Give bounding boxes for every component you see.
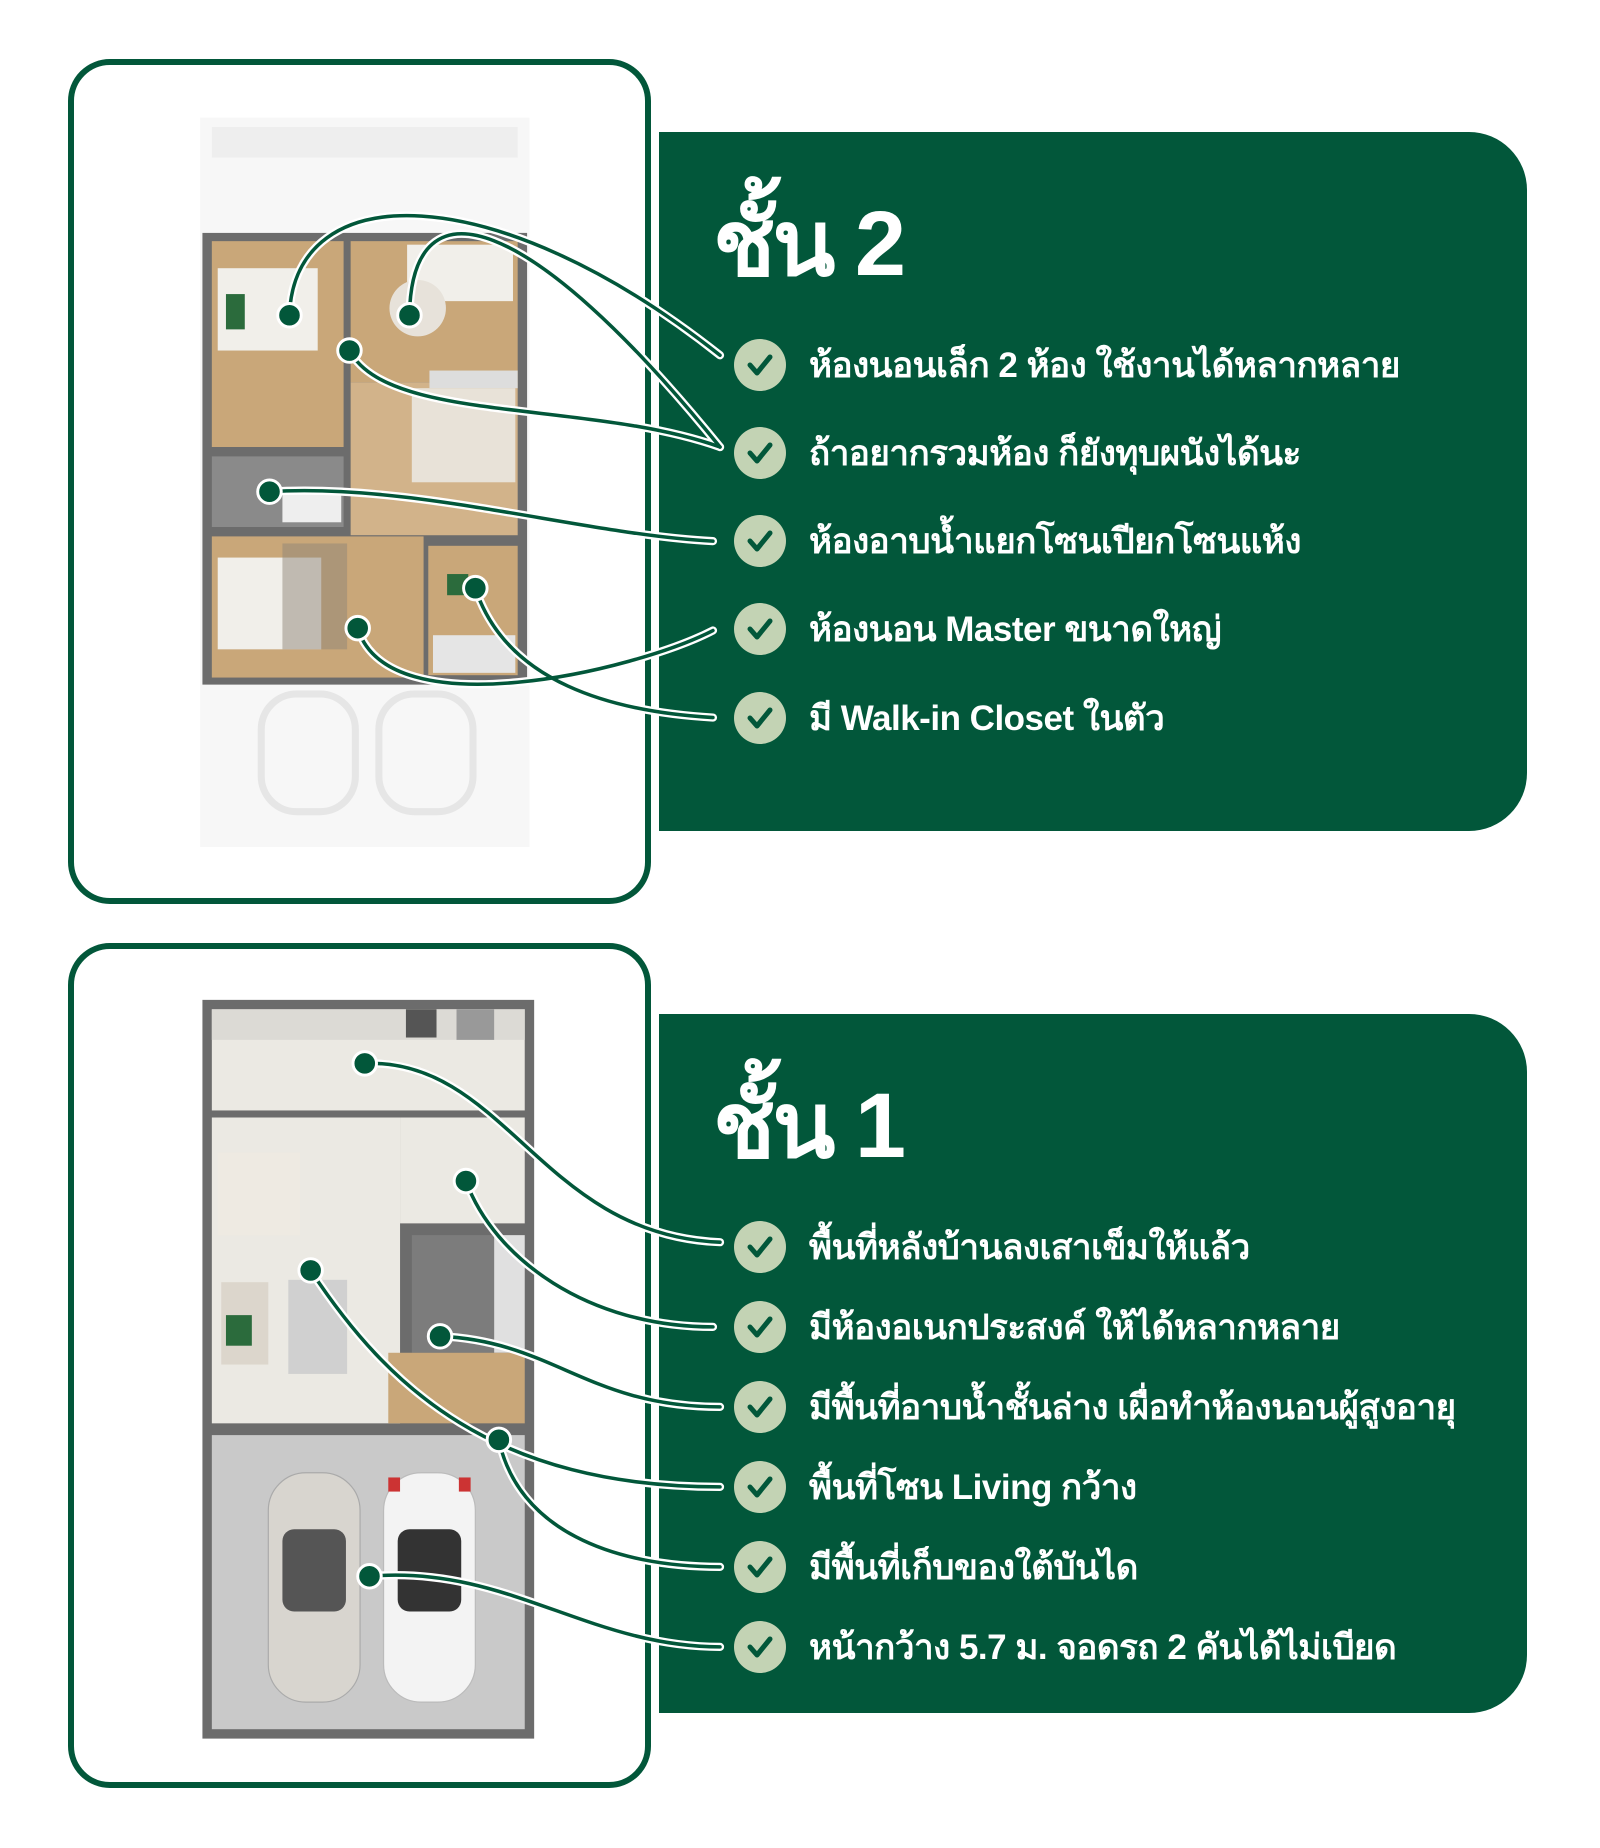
floor2-plan xyxy=(200,117,530,847)
check-icon xyxy=(734,1221,786,1273)
floor1-plan xyxy=(202,999,535,1739)
feature-label: พื้นที่โซน Living กว้าง xyxy=(809,1467,1137,1507)
feature-item: มีห้องอเนกประสงค์ ให้ได้หลากหลาย xyxy=(734,1300,1340,1354)
feature-item: มีพื้นที่อาบน้ำชั้นล่าง เผื่อทำห้องนอนผู… xyxy=(734,1380,1456,1434)
check-icon xyxy=(734,339,786,391)
feature-label: ห้องนอน Master ขนาดใหญ่ xyxy=(809,609,1222,649)
feature-label: พื้นที่หลังบ้านลงเสาเข็มให้แล้ว xyxy=(809,1227,1250,1267)
check-icon xyxy=(734,603,786,655)
feature-label: ห้องนอนเล็ก 2 ห้อง ใช้งานได้หลากหลาย xyxy=(809,345,1400,385)
feature-label: มีพื้นที่อาบน้ำชั้นล่าง เผื่อทำห้องนอนผู… xyxy=(809,1387,1456,1427)
floor2-title: ชั้น 2 xyxy=(713,193,906,295)
feature-label: มี Walk-in Closet ในตัว xyxy=(809,698,1165,738)
feature-item: มีพื้นที่เก็บของใต้บันได xyxy=(734,1540,1138,1594)
check-icon xyxy=(734,692,786,744)
feature-label: ห้องอาบน้ำแยกโซนเปียกโซนแห้ง xyxy=(809,521,1301,561)
check-icon xyxy=(734,427,786,479)
feature-item: ห้องนอน Master ขนาดใหญ่ xyxy=(734,602,1222,656)
feature-item: พื้นที่หลังบ้านลงเสาเข็มให้แล้ว xyxy=(734,1220,1250,1274)
feature-item: ห้องอาบน้ำแยกโซนเปียกโซนแห้ง xyxy=(734,514,1301,568)
floor1-feature-panel xyxy=(659,1014,1527,1713)
feature-label: หน้ากว้าง 5.7 ม. จอดรถ 2 คันได้ไม่เบียด xyxy=(809,1627,1397,1667)
check-icon xyxy=(734,1461,786,1513)
connector-lines xyxy=(256,211,725,1651)
feature-item: หน้ากว้าง 5.7 ม. จอดรถ 2 คันได้ไม่เบียด xyxy=(734,1620,1397,1674)
floor2-feature-panel xyxy=(659,132,1527,831)
check-icon xyxy=(734,1381,786,1433)
check-icon xyxy=(734,1541,786,1593)
floor1-title: ชั้น 1 xyxy=(713,1075,906,1177)
check-icon xyxy=(734,1621,786,1673)
check-icon xyxy=(734,1301,786,1353)
feature-item: ห้องนอนเล็ก 2 ห้อง ใช้งานได้หลากหลาย xyxy=(734,338,1400,392)
feature-label: มีพื้นที่เก็บของใต้บันได xyxy=(809,1547,1138,1587)
feature-item: พื้นที่โซน Living กว้าง xyxy=(734,1460,1137,1514)
feature-item: มี Walk-in Closet ในตัว xyxy=(734,691,1165,745)
check-icon xyxy=(734,515,786,567)
feature-item: ถ้าอยากรวมห้อง ก็ยังทุบผนังได้นะ xyxy=(734,426,1301,480)
feature-label: ถ้าอยากรวมห้อง ก็ยังทุบผนังได้นะ xyxy=(809,433,1301,473)
feature-label: มีห้องอเนกประสงค์ ให้ได้หลากหลาย xyxy=(809,1307,1340,1347)
